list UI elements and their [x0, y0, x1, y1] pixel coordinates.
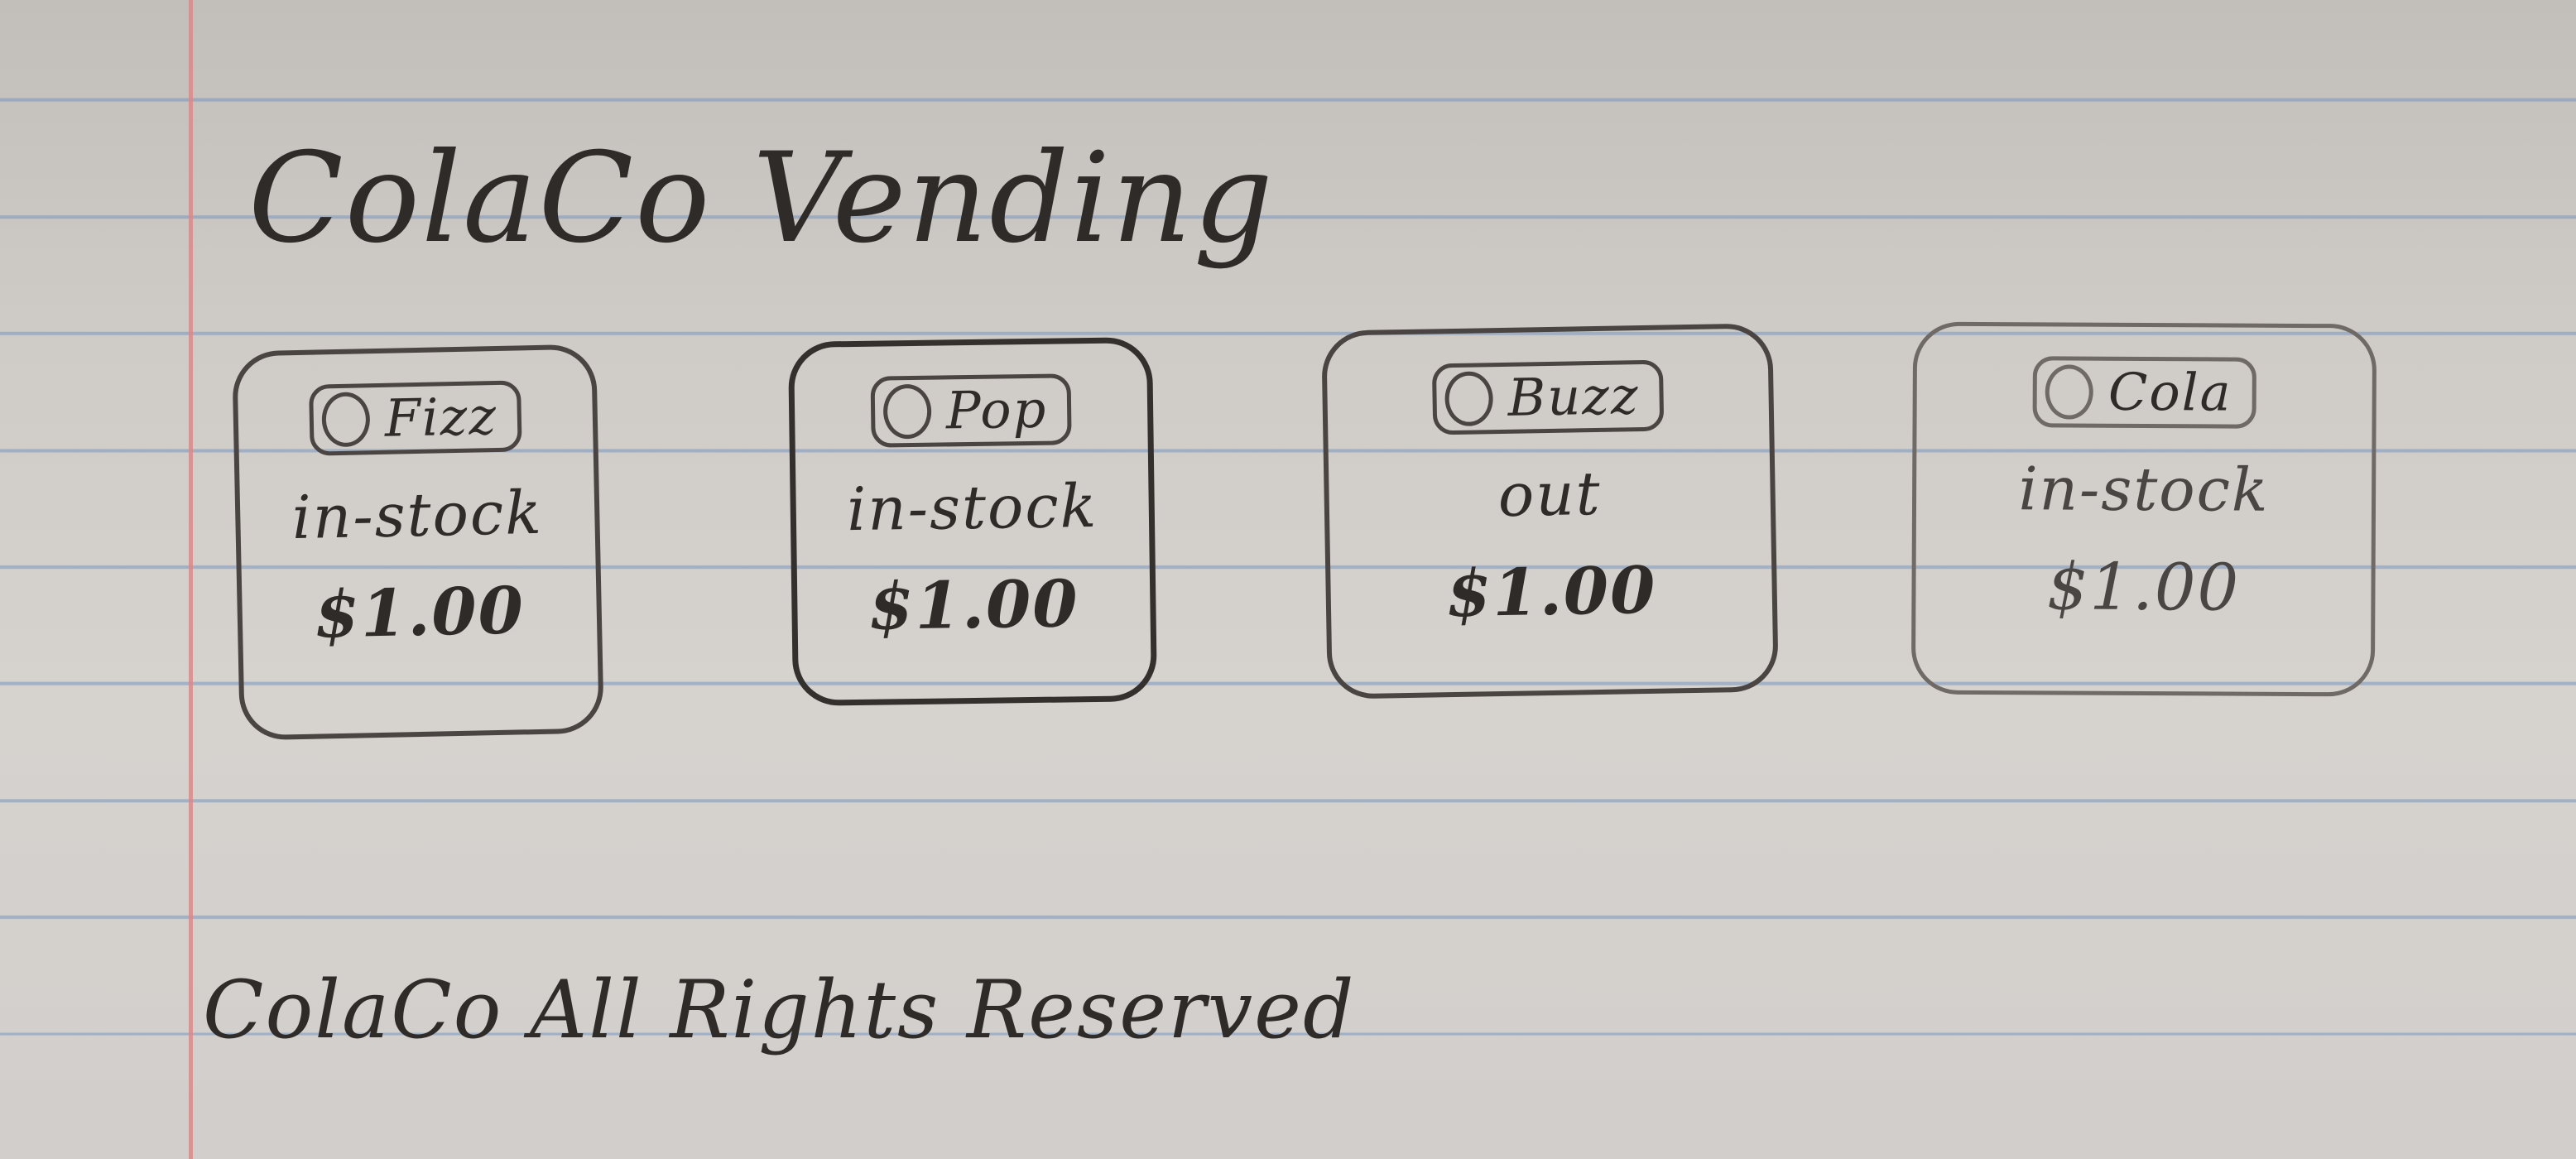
radio-circle-icon[interactable]: [1444, 371, 1494, 427]
product-select-button[interactable]: Pop: [870, 373, 1072, 448]
product-price: $1.00: [313, 573, 526, 653]
product-card-cola[interactable]: Cola in-stock $1.00: [1910, 321, 2377, 697]
product-select-button[interactable]: Buzz: [1431, 359, 1665, 435]
radio-circle-icon[interactable]: [2045, 364, 2094, 420]
radio-circle-icon[interactable]: [321, 392, 371, 448]
stock-status: in-stock: [846, 470, 1098, 545]
stock-status: in-stock: [2018, 454, 2270, 525]
product-price: $1.00: [867, 566, 1080, 645]
product-card-fizz[interactable]: Fizz in-stock $1.00: [232, 344, 604, 741]
footer-copyright: ColaCo All Rights Reserved: [203, 964, 1356, 1056]
product-name: Cola: [2107, 361, 2232, 423]
page-title: ColaCo Vending: [248, 127, 1275, 271]
product-price: $1.00: [1445, 552, 1658, 632]
product-name: Fizz: [383, 385, 498, 449]
product-name: Pop: [945, 378, 1048, 441]
stock-status: out: [1497, 458, 1603, 531]
product-price: $1.00: [2046, 550, 2241, 626]
radio-circle-icon[interactable]: [882, 383, 932, 440]
margin-line: [189, 0, 193, 1159]
product-select-button[interactable]: Fizz: [308, 380, 522, 456]
product-grid: Fizz in-stock $1.00 Pop in-stock $1.00 B…: [232, 321, 2401, 753]
product-card-buzz[interactable]: Buzz out $1.00: [1321, 323, 1779, 700]
product-name: Buzz: [1507, 365, 1641, 428]
stock-status: in-stock: [291, 477, 544, 553]
product-card-pop[interactable]: Pop in-stock $1.00: [787, 336, 1158, 707]
product-select-button[interactable]: Cola: [2032, 356, 2256, 429]
